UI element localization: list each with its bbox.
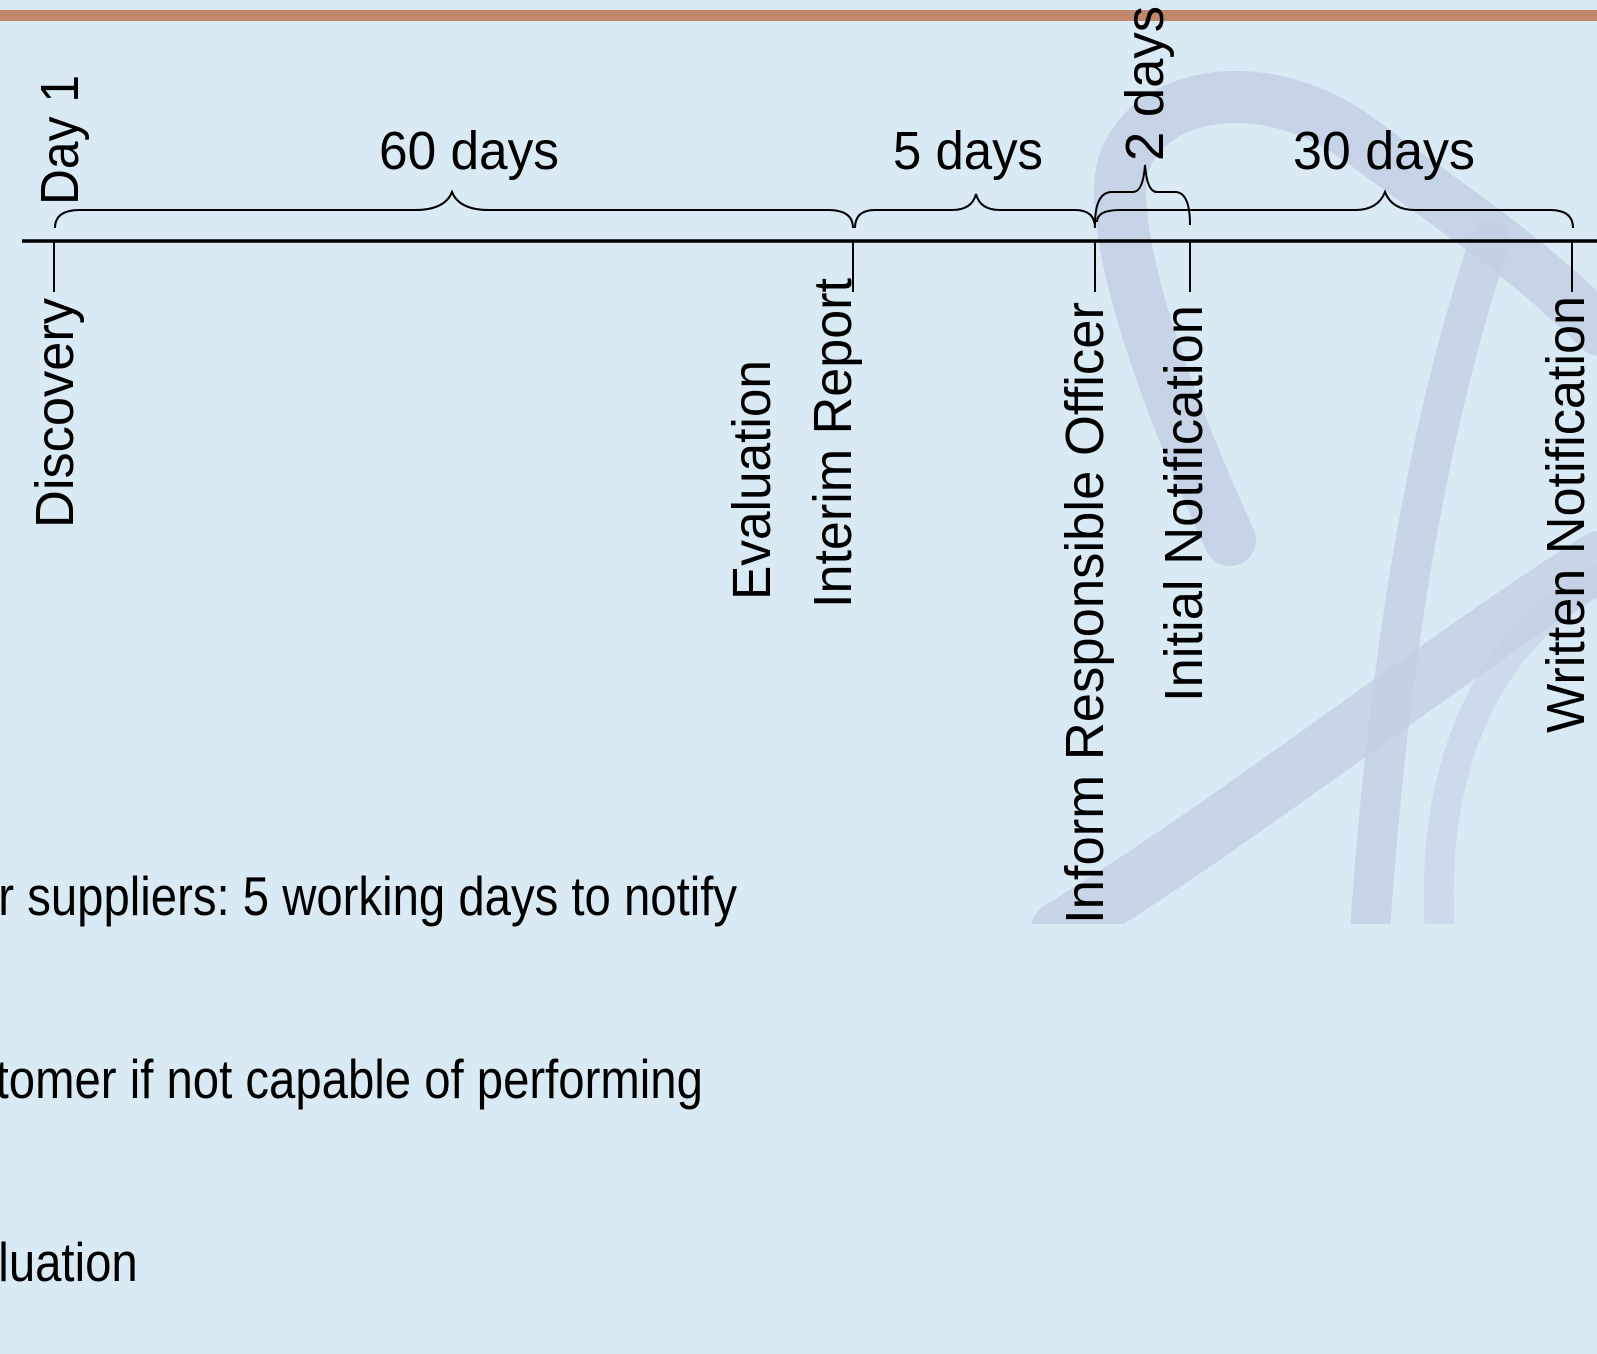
milestone-label-day1: Day 1: [30, 75, 90, 205]
brace-30-days: [1096, 189, 1574, 229]
milestone-label-written-notification: Written Notification: [1536, 296, 1596, 733]
brace-60-days: [54, 189, 854, 229]
note-line-1: or suppliers: 5 working days to notify: [0, 865, 738, 927]
brace-5-days: [854, 193, 1096, 229]
milestone-label-initial-notification: Initial Notification: [1154, 305, 1214, 702]
tick-marks: [53, 241, 1573, 292]
interval-label-60-days: 60 days: [379, 121, 559, 181]
timeline-diagram: 60 days 5 days 2 days 30 days Day 1 Disc…: [0, 6, 1597, 924]
interval-label-5-days: 5 days: [893, 121, 1043, 181]
interval-label-30-days: 30 days: [1293, 121, 1475, 181]
top-accent-bar: [0, 10, 1597, 21]
milestone-label-inform-responsible-officer: Inform Responsible Officer: [1055, 302, 1115, 924]
interval-label-2-days: 2 days: [1115, 6, 1175, 161]
background-swoosh: [1031, 71, 1597, 924]
milestone-label-discovery: Discovery: [25, 298, 85, 528]
supplier-note: or suppliers: 5 working days to notify s…: [0, 744, 737, 1354]
note-line-2: stomer if not capable of performing: [0, 1048, 703, 1110]
brace-2-days: [1094, 164, 1191, 226]
milestone-label-interim-report: Interim Report: [803, 278, 863, 608]
note-line-3: aluation: [0, 1231, 138, 1293]
interval-braces: [54, 164, 1574, 229]
milestone-label-evaluation: Evaluation: [722, 360, 782, 600]
